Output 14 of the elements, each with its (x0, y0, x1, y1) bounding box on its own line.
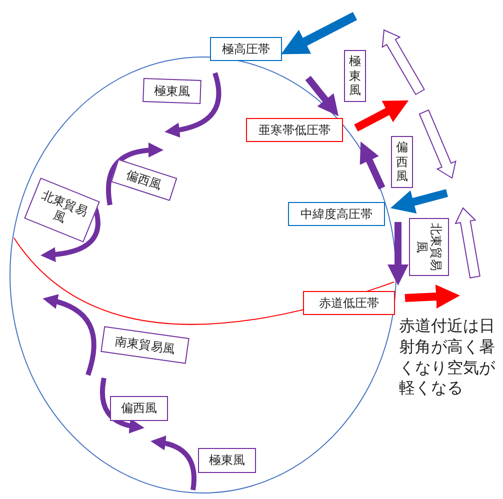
wind-belt-label: 北東貿易風 (409, 218, 449, 276)
wind-belt-label: 偏西風 (110, 159, 178, 201)
wind-belt-label: 偏西風 (110, 396, 168, 421)
wind-belt-label: 極東風 (344, 50, 366, 102)
wind-belt-label: 偏西風 (391, 136, 413, 188)
wind-belt-label: 亜寒帯低圧帯 (246, 118, 343, 142)
wind-belt-label: 中緯度高圧帯 (288, 202, 385, 226)
wind-belt-label: 極東風 (198, 448, 256, 473)
note-text: 赤道付近は日射角が高く暑くなり空気が軽くなる (399, 316, 496, 400)
wind-belt-label: 極東風 (142, 78, 202, 104)
wind-belt-label: 極高圧帯 (210, 37, 282, 61)
wind-belt-label: 赤道低圧帯 (303, 291, 395, 315)
wind-belt-label: 北東貿易風 (24, 178, 100, 242)
wind-belt-label: 南東貿易風 (100, 326, 190, 364)
